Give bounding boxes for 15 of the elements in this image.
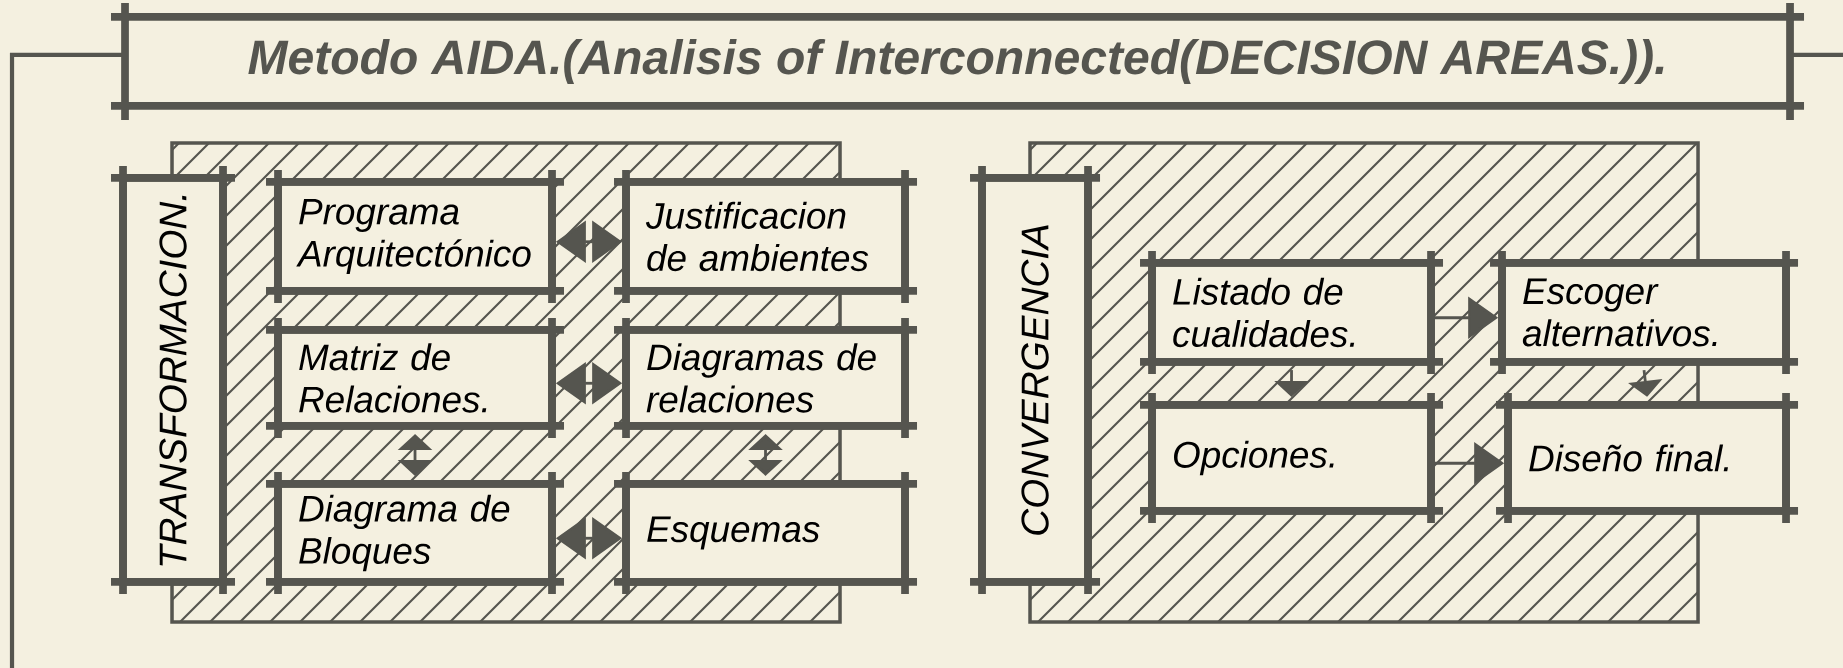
process-box: Justificacion de ambientes — [610, 166, 921, 307]
process-box: Matriz de Relaciones. — [262, 314, 568, 442]
title-banner: Metodo AIDA.(Analisis of Interconnected(DECISION AREAS.)). — [107, 0, 1808, 124]
process-box: Diseño final. — [1492, 389, 1802, 527]
arrow — [397, 434, 433, 476]
process-box: Diagrama de Bloques — [262, 468, 568, 598]
process-box: Listado de cualidades. — [1136, 247, 1447, 378]
process-box: Programa Arquitectónico — [262, 166, 568, 307]
label-bar: CONVERGENCIA — [966, 162, 1104, 598]
label-bar: TRANSFORMACION. — [107, 162, 239, 598]
process-box: Opciones. — [1136, 389, 1447, 527]
process-box: Esquemas — [610, 468, 921, 598]
process-box: Diagramas de relaciones — [610, 314, 921, 442]
arrow — [748, 434, 783, 476]
process-box: Escoger alternativos. — [1486, 247, 1802, 378]
